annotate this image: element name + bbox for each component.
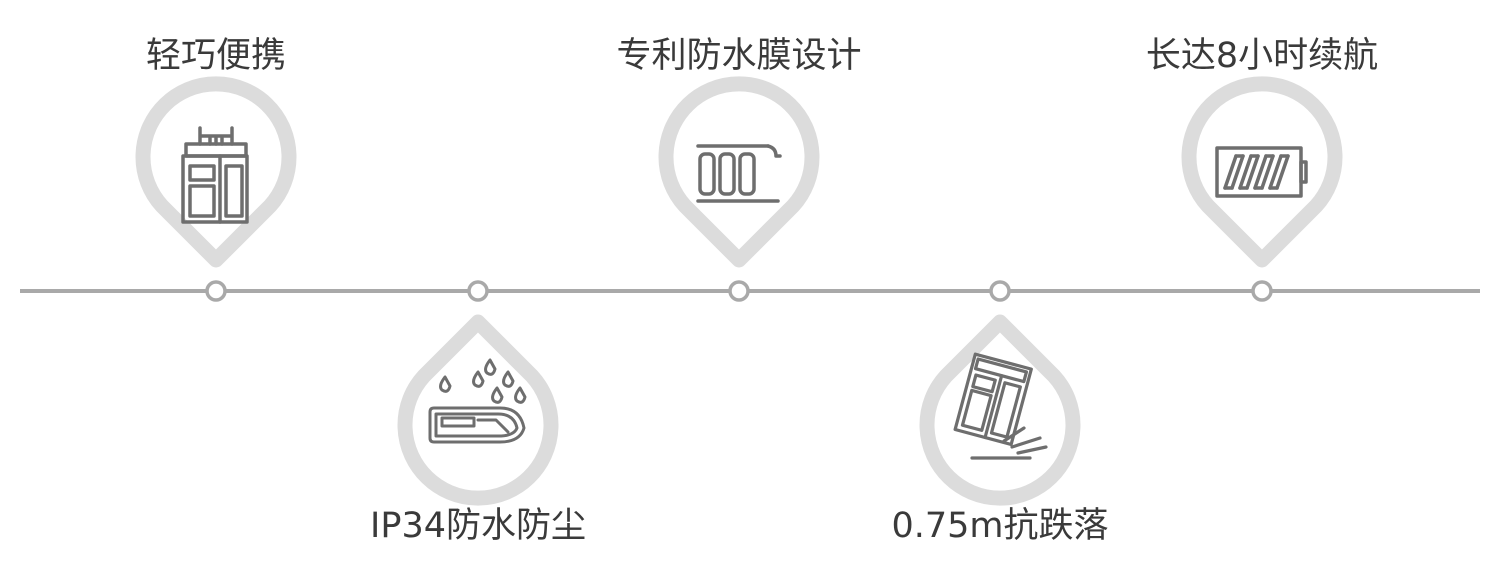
timeline-node bbox=[1251, 280, 1273, 302]
drop-impact-device-icon bbox=[953, 352, 1048, 460]
feature-label-portable: 轻巧便携 bbox=[145, 36, 286, 76]
pin-marker-membrane bbox=[658, 76, 820, 268]
pin-marker-portable bbox=[135, 76, 297, 268]
waterproof-membrane-icon bbox=[696, 144, 782, 203]
portable-device-icon bbox=[181, 126, 249, 224]
timeline-node bbox=[205, 280, 227, 302]
battery-icon bbox=[1215, 146, 1308, 198]
pin-marker-battery bbox=[1181, 76, 1343, 268]
timeline-node bbox=[728, 280, 750, 302]
feature-label-battery: 长达8小时续航 bbox=[1145, 36, 1379, 76]
pin-marker-waterproof bbox=[397, 314, 559, 506]
timeline-node bbox=[989, 280, 1011, 302]
pin-marker-drop-resistant bbox=[919, 314, 1081, 506]
water-drops-device-icon bbox=[428, 358, 527, 444]
feature-label-membrane: 专利防水膜设计 bbox=[616, 36, 862, 76]
feature-label-drop-resistant: 0.75m抗跌落 bbox=[891, 506, 1109, 546]
timeline-node bbox=[467, 280, 489, 302]
feature-label-waterproof: IP34防水防尘 bbox=[370, 506, 586, 546]
